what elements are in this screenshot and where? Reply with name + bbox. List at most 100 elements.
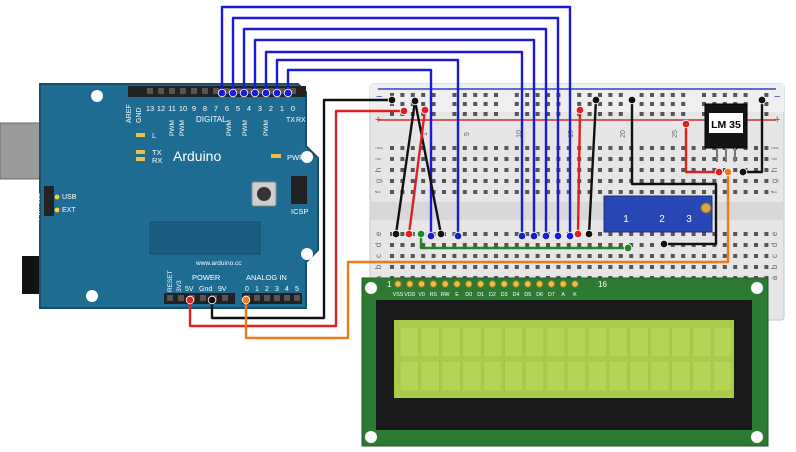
bb-hole xyxy=(494,168,498,172)
pot-knob[interactable] xyxy=(700,202,712,214)
bb-hole xyxy=(473,190,478,194)
rail-hole xyxy=(514,102,519,106)
bb-hole xyxy=(587,254,592,258)
pwm-label: PWM xyxy=(242,120,249,136)
rail-hole xyxy=(650,93,654,97)
bb-hole xyxy=(618,168,623,172)
rail-hole xyxy=(733,93,738,97)
rail-hole xyxy=(535,102,540,106)
v5-label: 5V xyxy=(185,286,194,293)
bb-hole xyxy=(473,254,478,258)
bb-hole xyxy=(431,243,436,247)
bb-hole xyxy=(712,254,717,258)
power-pin-hole xyxy=(167,295,173,301)
bb-row-label: e xyxy=(770,231,779,236)
rail-hole xyxy=(546,102,550,106)
bb-hole xyxy=(650,168,654,172)
bb-hole xyxy=(473,168,478,172)
lcd-pin-label: D4 xyxy=(513,292,520,298)
reset-button-cap[interactable] xyxy=(257,187,271,201)
bb-hole xyxy=(608,168,613,172)
rail-hole xyxy=(390,112,394,116)
lcd-char-cell xyxy=(566,326,587,358)
lcd-char-cell xyxy=(399,326,419,358)
bb-hole xyxy=(462,146,467,150)
bb-hole xyxy=(504,168,509,172)
rail-hole xyxy=(535,93,540,97)
bb-hole xyxy=(733,232,738,236)
bb-hole xyxy=(556,254,561,258)
rail-hole xyxy=(546,93,550,97)
lcd-char-cell xyxy=(441,360,461,392)
wire-end xyxy=(399,106,409,116)
bb-hole xyxy=(764,265,769,269)
bb-hole xyxy=(514,232,519,236)
bb-hole xyxy=(494,179,498,183)
lm35-sensor[interactable]: LM 35 xyxy=(704,103,748,162)
bb-hole xyxy=(452,146,457,150)
rx-led-label: RX xyxy=(152,156,162,165)
bb-hole xyxy=(400,265,405,269)
bb-hole xyxy=(754,232,758,236)
rail-hole xyxy=(587,102,592,106)
bb-hole xyxy=(681,265,686,269)
analog-pin-hole xyxy=(264,295,270,301)
bb-hole xyxy=(702,179,706,183)
bb-hole xyxy=(754,254,758,258)
wire-end xyxy=(272,88,282,98)
bb-hole xyxy=(546,168,550,172)
wire-d2 xyxy=(275,58,460,238)
rail-hole xyxy=(608,112,613,116)
bb-hole xyxy=(618,254,623,258)
bb-hole xyxy=(504,265,509,269)
bb-hole xyxy=(660,190,665,194)
bb-hole xyxy=(743,232,748,236)
bb-hole xyxy=(722,190,727,194)
bb-hole xyxy=(587,179,592,183)
bb-hole xyxy=(546,190,550,194)
bb-hole xyxy=(546,146,550,150)
wire-end xyxy=(387,95,397,105)
bb-row-label: i xyxy=(374,158,383,160)
bb-hole xyxy=(618,146,623,150)
wire-end xyxy=(623,243,633,253)
bb-hole xyxy=(754,146,758,150)
lcd-mount-hole xyxy=(365,282,377,294)
bb-hole xyxy=(702,157,706,161)
bb-hole xyxy=(650,232,654,236)
bb-hole xyxy=(587,157,592,161)
bb-hole xyxy=(702,168,706,172)
lcd-char-cell xyxy=(587,326,607,358)
bb-hole xyxy=(546,254,550,258)
digital-pin-hole xyxy=(202,88,208,94)
bb-hole xyxy=(473,232,478,236)
bb-hole xyxy=(764,168,769,172)
bb-hole xyxy=(712,190,717,194)
digital-pin-hole xyxy=(235,88,241,94)
lcd-char-cell xyxy=(525,360,545,392)
bb-hole xyxy=(452,179,457,183)
wire-end xyxy=(553,231,563,241)
digital-pin-label: 6 xyxy=(225,104,229,113)
bb-hole xyxy=(442,179,446,183)
bb-hole xyxy=(431,146,436,150)
mount-hole xyxy=(86,290,98,302)
bb-hole xyxy=(514,157,519,161)
bb-hole xyxy=(442,168,446,172)
potentiometer[interactable]: 1 2 3 xyxy=(603,195,713,233)
bb-hole xyxy=(400,243,405,247)
bb-hole xyxy=(494,190,498,194)
lcd-mount-hole xyxy=(365,431,377,443)
wire-end xyxy=(185,295,195,305)
bb-hole xyxy=(670,232,675,236)
digital-pin-hole xyxy=(191,88,197,94)
wire-red-1 xyxy=(407,108,427,236)
analog-pin-label: 0 xyxy=(245,286,249,293)
rail-hole xyxy=(670,102,675,106)
bb-hole xyxy=(598,157,602,161)
lcd-pin xyxy=(417,280,426,288)
bb-hole xyxy=(691,146,696,150)
led-l xyxy=(136,133,145,137)
bb-hole xyxy=(712,157,717,161)
bb-hole xyxy=(598,179,602,183)
